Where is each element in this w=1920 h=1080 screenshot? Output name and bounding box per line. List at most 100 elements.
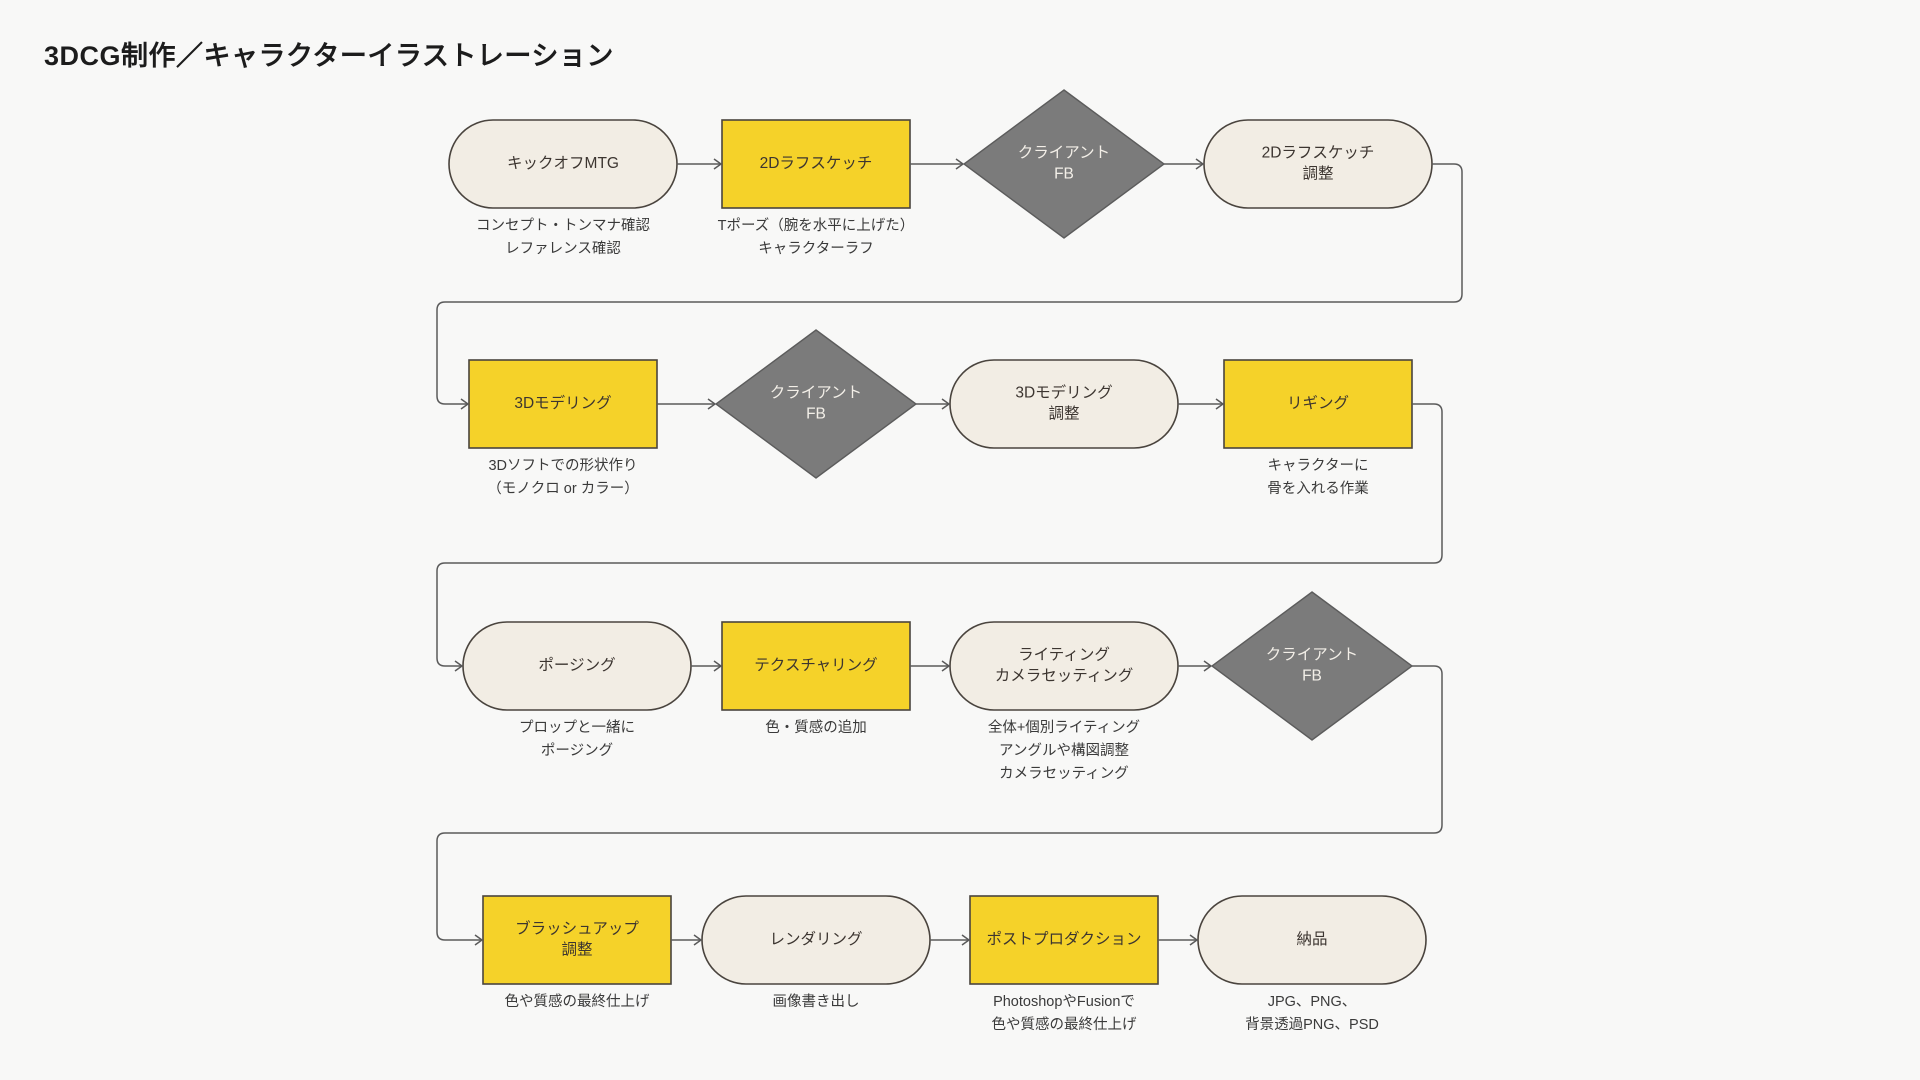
flow-node-client-fb-1[interactable]: クライアント FB [962, 89, 1166, 239]
node-label: リギング [1287, 394, 1349, 412]
node-caption-line: キャラクターラフ [758, 240, 873, 257]
arrow-head [713, 660, 723, 672]
connector-horizontal [657, 398, 717, 410]
diamond-shape [1210, 591, 1414, 741]
flow-row: ブラッシュアップ調整色や質感の最終仕上げレンダリング画像書き出しポストプロダクシ… [482, 895, 1427, 1033]
pill-shape [949, 621, 1179, 711]
node-caption-line: Tポーズ（腕を水平に上げた） [718, 217, 915, 234]
node-caption-line: 画像書き出し [773, 993, 860, 1010]
connector-horizontal [1164, 158, 1205, 170]
arrow-head [474, 934, 484, 946]
node-label: クライアント [1018, 144, 1110, 162]
node-label: レンダリング [769, 930, 862, 948]
node-label: ポストプロダクション [986, 930, 1141, 948]
connector-horizontal [691, 660, 723, 672]
connector-horizontal [1178, 660, 1213, 672]
box-shape [721, 621, 911, 711]
node-label: FB [1302, 668, 1322, 685]
node-caption-line: 全体+個別ライティング [988, 718, 1140, 736]
arrow-head [460, 398, 470, 410]
connector-horizontal [916, 398, 951, 410]
node-caption-line: キャラクターに [1268, 457, 1369, 474]
node-label: 調整 [561, 941, 592, 959]
node-caption-line: 色や質感の最終仕上げ [505, 992, 650, 1010]
node-label: 3Dモデリング [1015, 383, 1112, 402]
page-title: 3DCG制作／キャラクターイラストレーション [44, 41, 614, 71]
connector-horizontal [910, 660, 951, 672]
node-caption-line: レファレンス確認 [505, 240, 621, 257]
node-caption-line: 背景透過PNG、PSD [1245, 1016, 1379, 1033]
node-caption-line: プロップと一緒に [519, 719, 635, 736]
node-caption-line: 色や質感の最終仕上げ [992, 1015, 1137, 1033]
arrow-head [1195, 158, 1205, 170]
arrow-head [1203, 660, 1213, 672]
node-label: 3Dモデリング [514, 393, 611, 412]
node-label: FB [1054, 166, 1074, 183]
connector-horizontal [1158, 934, 1199, 946]
flow-node-lighting-camera-setting[interactable]: ライティングカメラセッティング全体+個別ライティングアングルや構図調整カメラセッ… [949, 621, 1179, 782]
node-label: 調整 [1048, 405, 1079, 423]
arrow-head [1215, 398, 1225, 410]
node-label: ポージング [538, 656, 615, 674]
pill-shape [949, 359, 1179, 449]
node-label: カメラセッティング [995, 667, 1134, 685]
node-label: 2Dラフスケッチ [1262, 144, 1375, 162]
node-label: クライアント [1266, 646, 1358, 664]
box-shape [1223, 359, 1413, 449]
node-caption-line: 色・質感の追加 [765, 718, 867, 736]
node-caption-line: コンセプト・トンマナ確認 [476, 217, 650, 234]
arrow-head [707, 398, 717, 410]
connector-row-return [436, 163, 1463, 410]
arrow-head [941, 398, 951, 410]
connector-row-return [436, 665, 1443, 946]
node-label: 調整 [1302, 165, 1333, 183]
arrow-head [1189, 934, 1199, 946]
node-label: FB [806, 406, 826, 423]
connector-horizontal [677, 158, 723, 170]
connector-horizontal [910, 158, 965, 170]
flow-node-client-fb-3[interactable]: クライアント FB [1210, 591, 1414, 741]
node-label: キックオフMTG [507, 154, 619, 172]
arrow-head [955, 158, 965, 170]
flow-node-3d-modeling[interactable]: 3Dモデリング 3Dソフトでの形状作り （モノクロ or カラー） [468, 359, 658, 497]
diamond-shape [962, 89, 1166, 239]
connector-horizontal [671, 934, 703, 946]
node-caption-line: 3Dソフトでの形状作り [488, 457, 637, 474]
box-shape [721, 119, 911, 209]
connector-row-return [436, 403, 1443, 672]
flow-row: ポージングプロップと一緒にポージングテクスチャリング色・質感の追加ライティングカ… [462, 591, 1414, 782]
connector-horizontal [930, 934, 971, 946]
node-caption-line: （モノクロ or カラー） [487, 480, 638, 497]
box-shape [482, 895, 672, 985]
node-caption-line: PhotoshopやFusionで [993, 993, 1135, 1010]
arrow-head [693, 934, 703, 946]
pill-shape [1203, 119, 1433, 209]
node-caption-line: アングルや構図調整 [999, 742, 1129, 759]
node-label: ライティング [1018, 646, 1110, 664]
arrow-head [713, 158, 723, 170]
box-shape [468, 359, 658, 449]
node-caption-line: 骨を入れる作業 [1267, 480, 1369, 497]
arrow-head [454, 660, 464, 672]
connector-horizontal [1178, 398, 1225, 410]
arrow-head [961, 934, 971, 946]
node-caption-line: JPG、PNG、 [1268, 994, 1357, 1010]
node-caption-line: ポージング [541, 742, 613, 759]
node-caption-line: カメラセッティング [999, 765, 1129, 782]
arrow-head [941, 660, 951, 672]
